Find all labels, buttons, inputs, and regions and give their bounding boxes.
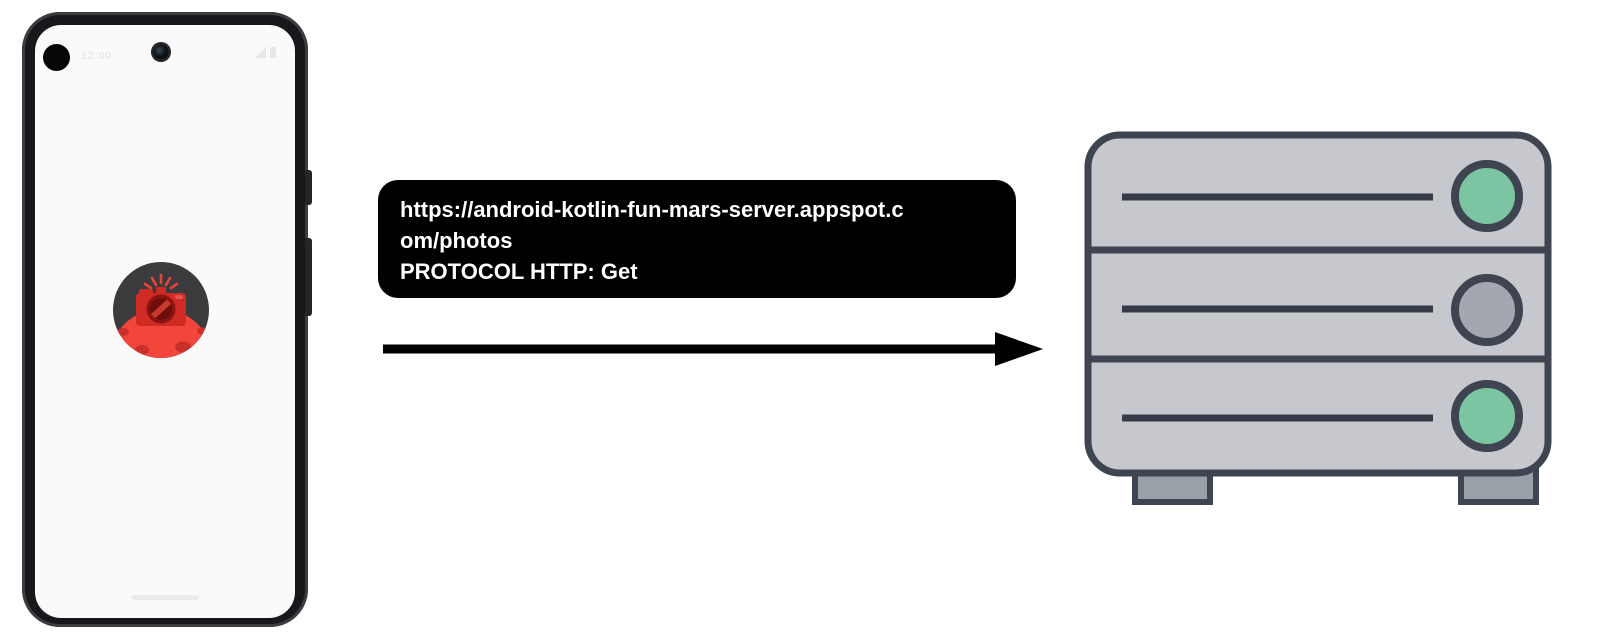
server-led-1 [1451, 160, 1523, 232]
http-request-box: https://android-kotlin-fun-mars-server.a… [378, 180, 1016, 298]
battery-icon [270, 47, 276, 58]
server-led-3 [1451, 380, 1523, 452]
front-camera-punch-hole-icon [153, 44, 169, 60]
camera-icon [136, 287, 186, 326]
gesture-nav-handle [131, 595, 199, 600]
status-bar-dot [43, 44, 70, 71]
status-icons [255, 47, 276, 58]
status-time: 12:00 [81, 50, 112, 62]
volume-button [305, 238, 312, 316]
request-url-line-1: https://android-kotlin-fun-mars-server.a… [400, 197, 904, 222]
flash-rays-icon [143, 273, 179, 290]
signal-icon [255, 47, 266, 58]
mars-photos-app-icon [113, 262, 209, 358]
request-protocol-line: PROTOCOL HTTP: Get [400, 259, 638, 284]
server-icon [1084, 131, 1552, 505]
phone-frame: 12:00 [22, 12, 312, 627]
request-url-line-2: om/photos [400, 228, 513, 253]
server-led-2 [1451, 274, 1523, 346]
power-button [305, 170, 312, 205]
phone-screen: 12:00 [35, 25, 295, 618]
server-body [1084, 131, 1552, 477]
request-arrow-icon [383, 332, 1043, 366]
